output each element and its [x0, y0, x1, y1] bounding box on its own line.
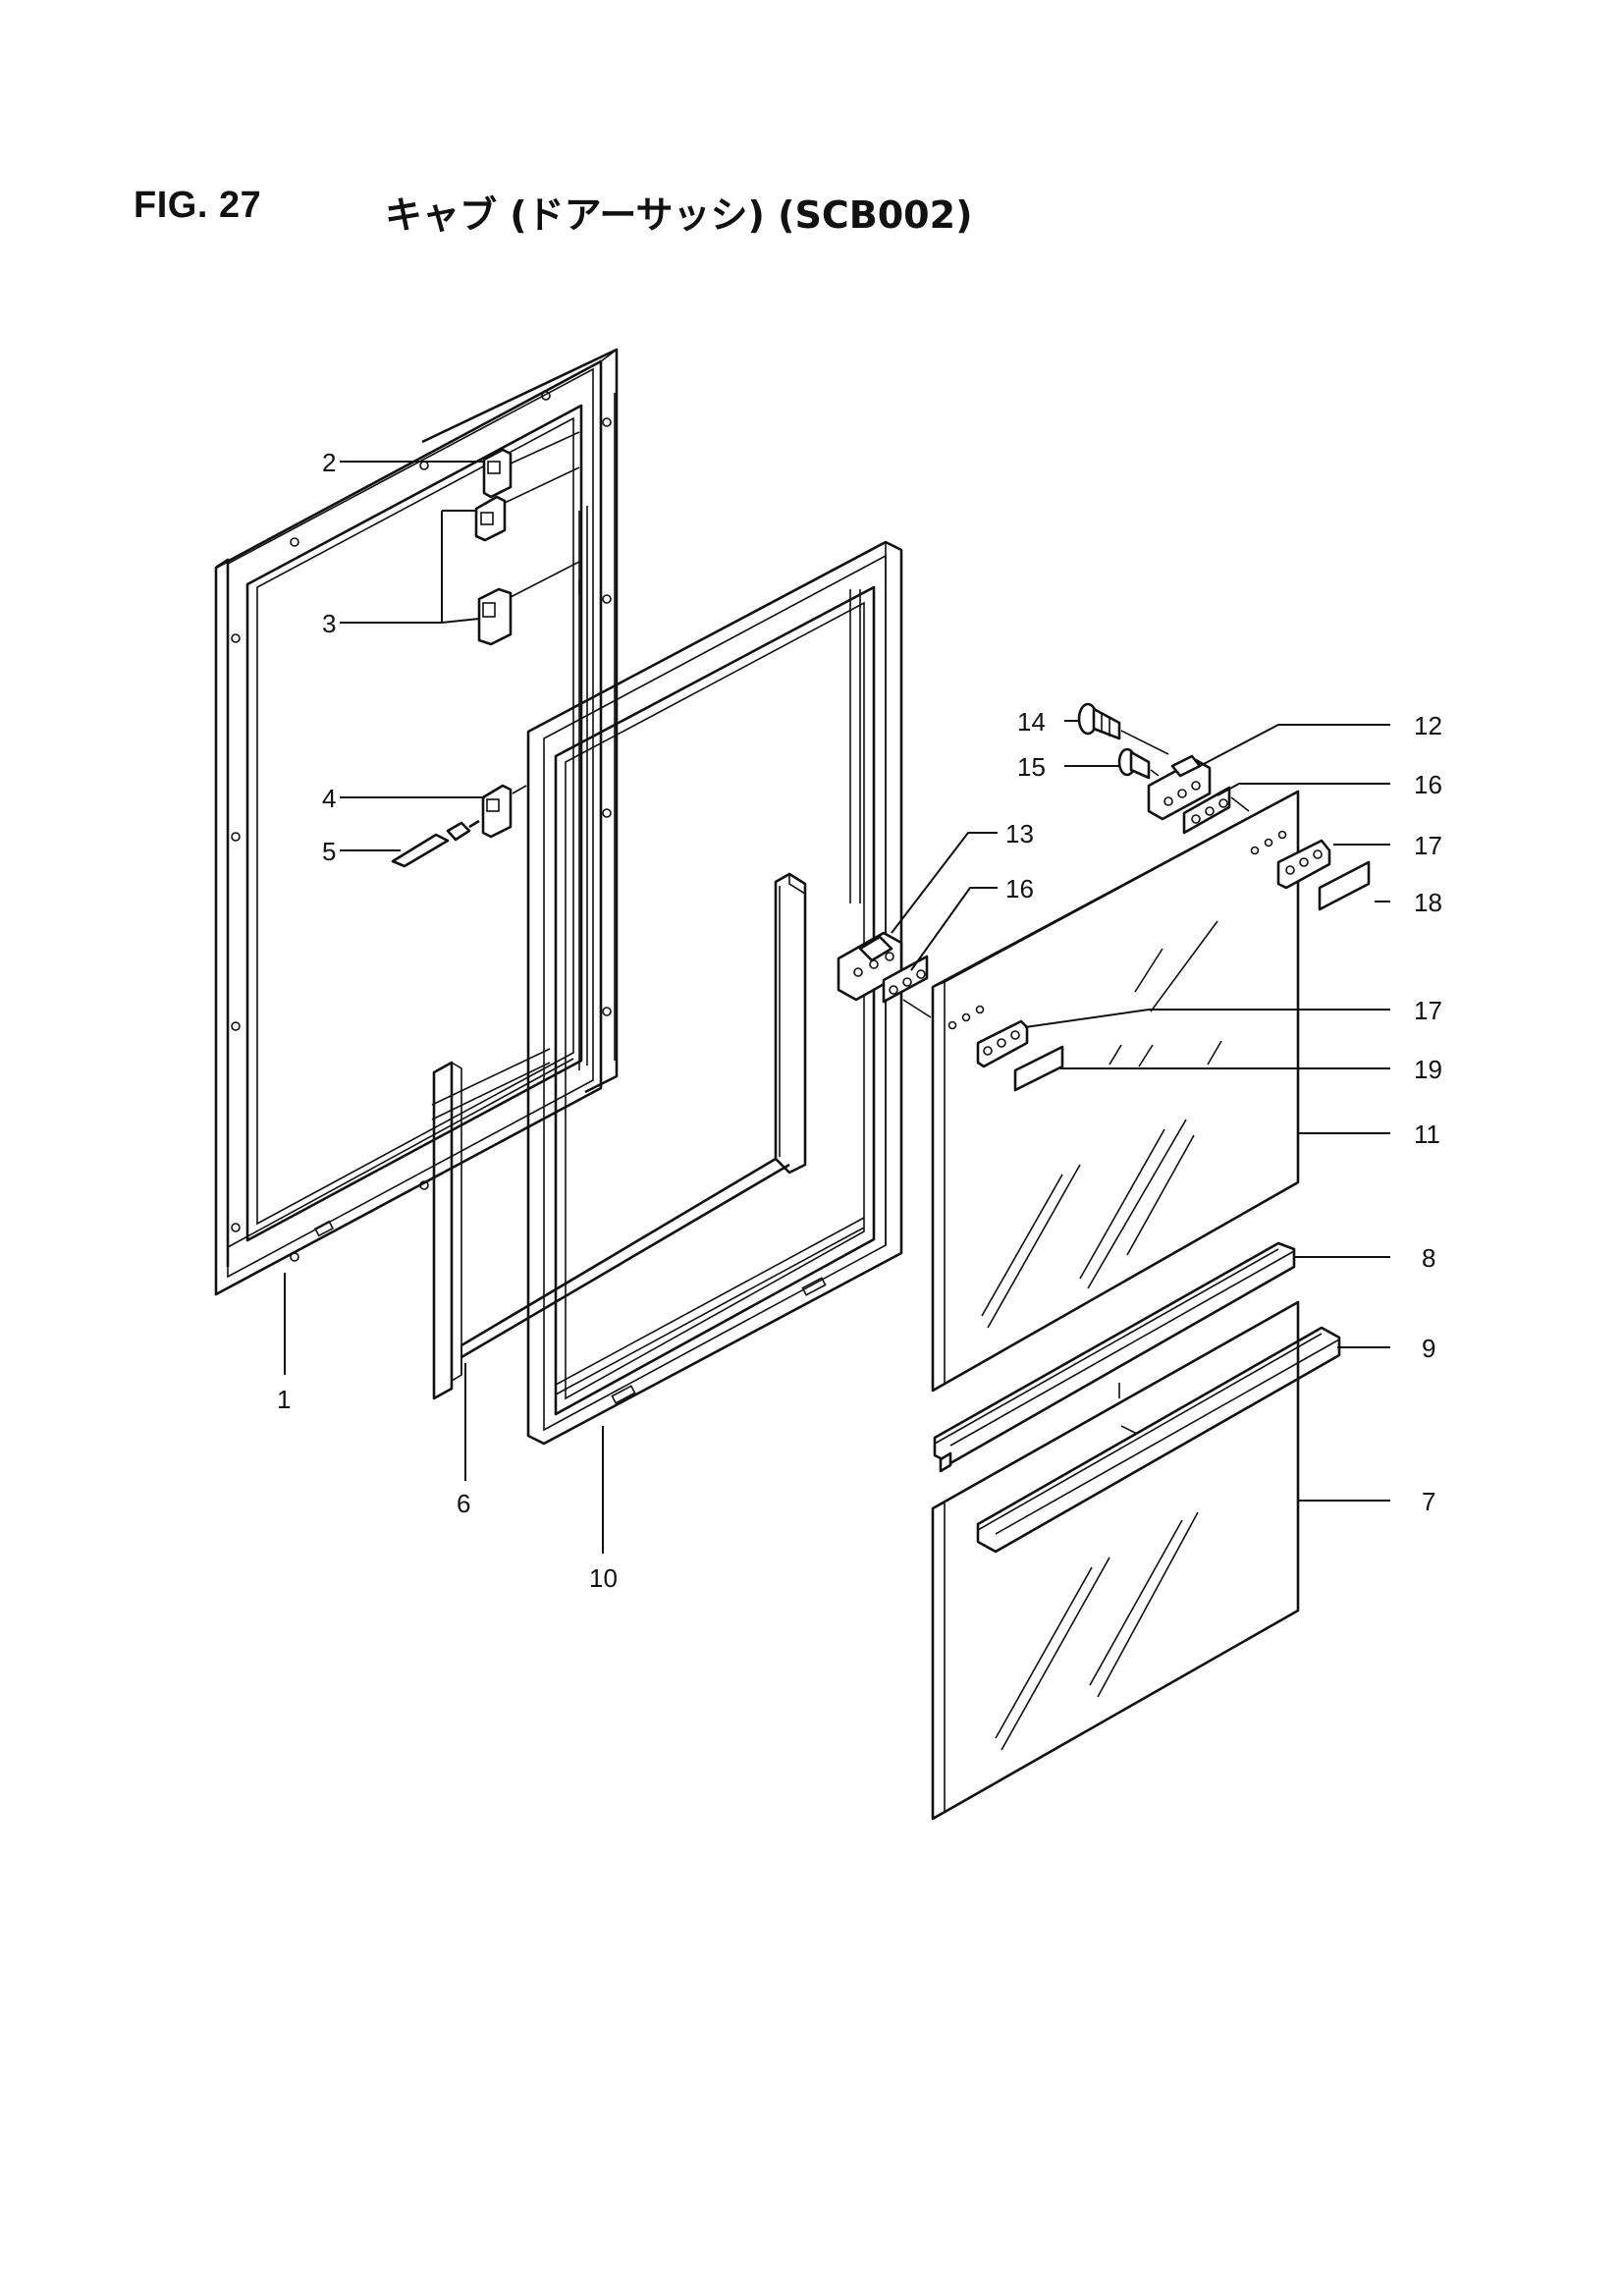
- part-18-pad: [1318, 860, 1371, 911]
- callout-7: 7: [1422, 1487, 1435, 1516]
- part-6-seal-strip: [432, 872, 807, 1400]
- callout-17-upper: 17: [1414, 831, 1442, 860]
- part-13-bracket: [837, 931, 903, 1002]
- figure-number: FIG. 27: [134, 185, 262, 226]
- callout-18: 18: [1414, 888, 1442, 917]
- figure-title: キャブ (ドアーサッシ) (SCB002): [385, 193, 973, 237]
- callout-14: 14: [1017, 707, 1046, 737]
- callout-17-lower: 17: [1414, 996, 1442, 1025]
- part-2-clip: [482, 448, 513, 499]
- part-17-plate-lower: [976, 1019, 1029, 1068]
- part-1-outer-frame: [214, 359, 612, 1296]
- back-frame-rear: [421, 348, 619, 1121]
- part-12-bracket: [1147, 754, 1212, 821]
- part-11-upper-glass: [931, 790, 1300, 1393]
- part-4-clip: [481, 784, 513, 839]
- part-7-lower-glass: [931, 1300, 1300, 1821]
- callout-15: 15: [1017, 752, 1046, 782]
- callout-5: 5: [322, 837, 336, 866]
- callout-2: 2: [322, 448, 336, 477]
- part-19-pad: [1013, 1045, 1064, 1092]
- callout-19: 19: [1414, 1055, 1442, 1084]
- part-3-clip-upper: [474, 495, 507, 542]
- part-3-clip-lower: [477, 587, 513, 646]
- part-9-channel: [976, 1326, 1341, 1554]
- callout-1: 1: [277, 1385, 291, 1414]
- callout-13: 13: [1005, 819, 1034, 848]
- part-8-channel: [933, 1241, 1296, 1473]
- callout-12: 12: [1414, 711, 1442, 740]
- callout-3: 3: [322, 609, 336, 638]
- callout-10: 10: [589, 1563, 618, 1593]
- callout-labels: 2 3 4 5 1 6 10 13 16 14 15 12 16 17 18 1…: [277, 448, 1442, 1593]
- callout-4: 4: [322, 784, 336, 813]
- callout-6: 6: [457, 1489, 470, 1518]
- part-10-inner-frame: [526, 540, 903, 1446]
- part-17-plate-upper: [1276, 839, 1331, 890]
- callout-11: 11: [1414, 1120, 1440, 1149]
- part-16-plate-upper: [1182, 786, 1231, 835]
- part-16-plate-lower: [882, 955, 929, 1004]
- part-5-pin: [391, 819, 480, 868]
- callout-8: 8: [1422, 1243, 1435, 1273]
- leader-lines: [284, 461, 1390, 1554]
- part-14-bolt: [1077, 702, 1169, 755]
- callout-16-upper: 16: [1414, 770, 1442, 799]
- callout-9: 9: [1422, 1334, 1435, 1363]
- callout-16-lower: 16: [1005, 874, 1034, 903]
- part-15-bushing: [1117, 747, 1160, 780]
